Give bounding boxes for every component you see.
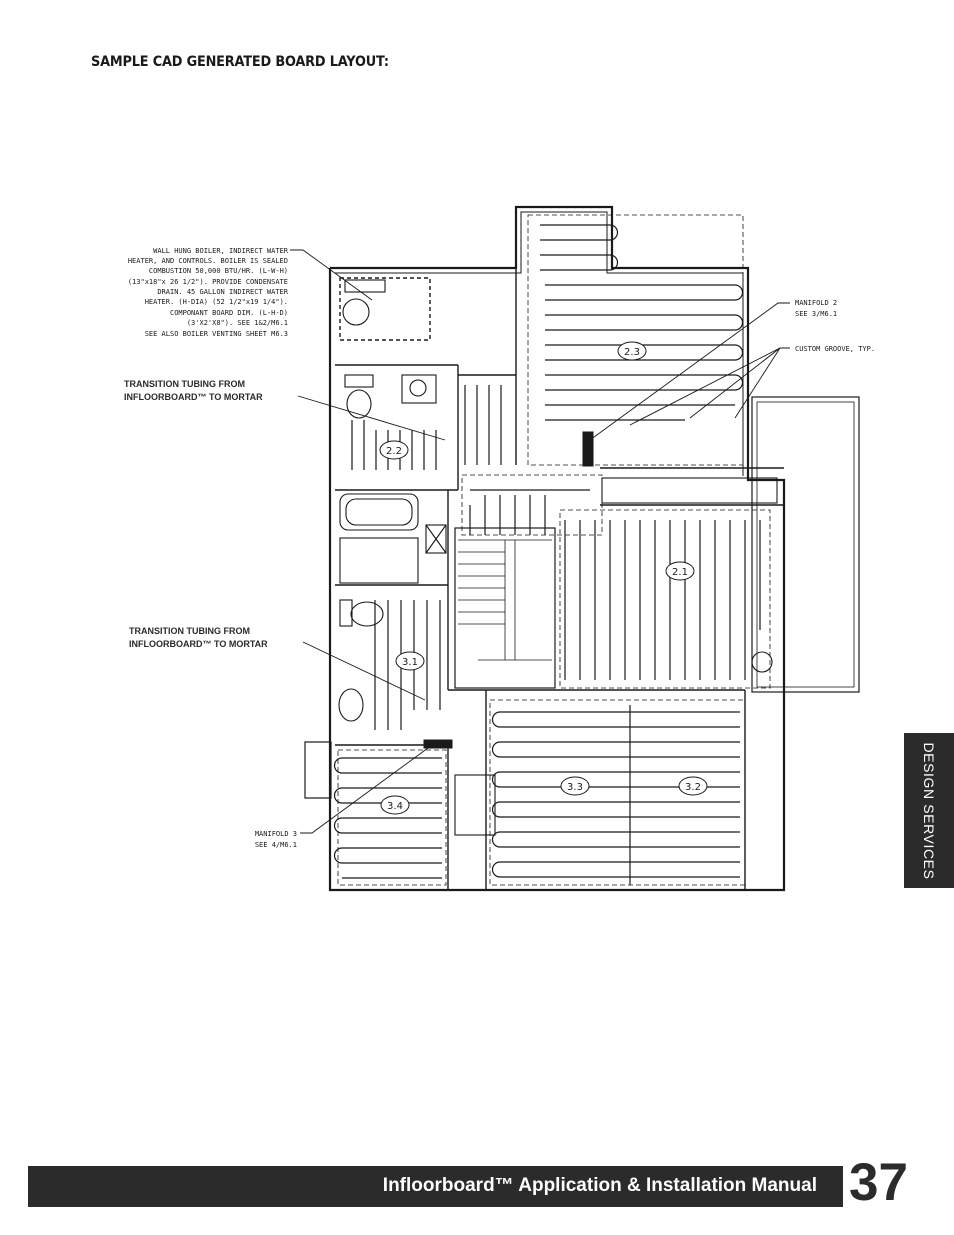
svg-text:(3'X2'X8"). SEE 1&2/M6.1: (3'X2'X8"). SEE 1&2/M6.1 — [187, 319, 288, 327]
fixtures — [338, 279, 778, 836]
svg-text:COMPONANT BOARD DIM. (L-H-D): COMPONANT BOARD DIM. (L-H-D) — [170, 309, 288, 317]
svg-text:MANIFOLD 2: MANIFOLD 2 — [795, 299, 837, 307]
zone-3-2: 3.2 — [678, 776, 708, 796]
zone-3-1: 3.1 — [395, 651, 425, 671]
svg-text:SEE 4/M6.1: SEE 4/M6.1 — [255, 841, 297, 849]
zone-2-3: 2.3 — [617, 341, 647, 361]
svg-text:SEE ALSO BOILER VENTING SHEET: SEE ALSO BOILER VENTING SHEET M6.3 — [145, 330, 288, 338]
page-title: SAMPLE CAD GENERATED BOARD LAYOUT: — [91, 54, 389, 70]
svg-text:2.3: 2.3 — [624, 347, 640, 358]
leader-lines — [290, 249, 790, 834]
zone-3-3: 3.3 — [560, 776, 590, 796]
svg-text:MANIFOLD 3: MANIFOLD 3 — [255, 830, 297, 838]
svg-text:3.1: 3.1 — [402, 657, 418, 668]
exterior-walls — [304, 205, 860, 892]
manifolds — [423, 431, 594, 749]
transition-note-lower: TRANSITION TUBING FROM INFLOORBOARD™ TO … — [129, 626, 268, 649]
svg-text:2.2: 2.2 — [386, 446, 402, 457]
svg-text:WALL HUNG BOILER, INDIRECT WAT: WALL HUNG BOILER, INDIRECT WATER — [153, 247, 289, 255]
svg-text:COMBUSTION 50,000 BTU/HR. (L-W: COMBUSTION 50,000 BTU/HR. (L-W-H) — [149, 267, 288, 275]
svg-text:HEATER, AND CONTROLS. BOILER I: HEATER, AND CONTROLS. BOILER IS SEALED — [128, 257, 288, 265]
tubing-serpentines — [333, 224, 761, 885]
svg-text:TRANSITION TUBING FROM: TRANSITION TUBING FROM — [124, 379, 245, 389]
svg-text:TRANSITION TUBING FROM: TRANSITION TUBING FROM — [129, 626, 250, 636]
svg-text:3.4: 3.4 — [387, 801, 403, 812]
svg-text:3.2: 3.2 — [685, 782, 701, 793]
svg-text:2.1: 2.1 — [672, 567, 688, 578]
zone-2-1: 2.1 — [665, 561, 695, 581]
transition-note-upper: TRANSITION TUBING FROM INFLOORBOARD™ TO … — [124, 379, 263, 402]
manifold-2-note: MANIFOLD 2 SEE 3/M6.1 — [795, 299, 837, 318]
svg-text:SEE 3/M6.1: SEE 3/M6.1 — [795, 310, 837, 318]
custom-groove-note: CUSTOM GROOVE, TYP. — [795, 345, 875, 353]
side-tab: DESIGN SERVICES — [904, 733, 954, 888]
page-number: 37 — [849, 1153, 908, 1212]
zone-2-2: 2.2 — [379, 440, 409, 460]
svg-text:HEATER. (H-DIA) (52 1/2"x19 1/: HEATER. (H-DIA) (52 1/2"x19 1/4"). — [145, 298, 288, 306]
manifold-3-note: MANIFOLD 3 SEE 4/M6.1 — [255, 830, 297, 849]
zone-labels: 2.3 2.2 2.1 3.1 3.3 3.2 3.4 — [379, 341, 708, 815]
svg-text:INFLOORBOARD™ TO MORTAR: INFLOORBOARD™ TO MORTAR — [124, 392, 263, 402]
zone-3-4: 3.4 — [380, 795, 410, 815]
svg-text:3.3: 3.3 — [567, 782, 583, 793]
svg-text:(13"x18"x 26 1/2"). PROVIDE CO: (13"x18"x 26 1/2"). PROVIDE CONDENSATE — [128, 278, 288, 286]
footer-bar: Infloorboard™ Application & Installation… — [28, 1166, 843, 1207]
interior-walls — [335, 268, 784, 890]
boiler-note: WALL HUNG BOILER, INDIRECT WATER HEATER,… — [128, 247, 289, 338]
svg-text:INFLOORBOARD™ TO MORTAR: INFLOORBOARD™ TO MORTAR — [129, 639, 268, 649]
svg-text:DRAIN. 45 GALLON INDIRECT WATE: DRAIN. 45 GALLON INDIRECT WATER — [157, 288, 288, 296]
stairs — [458, 539, 552, 661]
side-tab-label: DESIGN SERVICES — [921, 741, 937, 880]
board-outlines — [337, 214, 771, 886]
footer-title: Infloorboard™ Application & Installation… — [382, 1175, 817, 1196]
